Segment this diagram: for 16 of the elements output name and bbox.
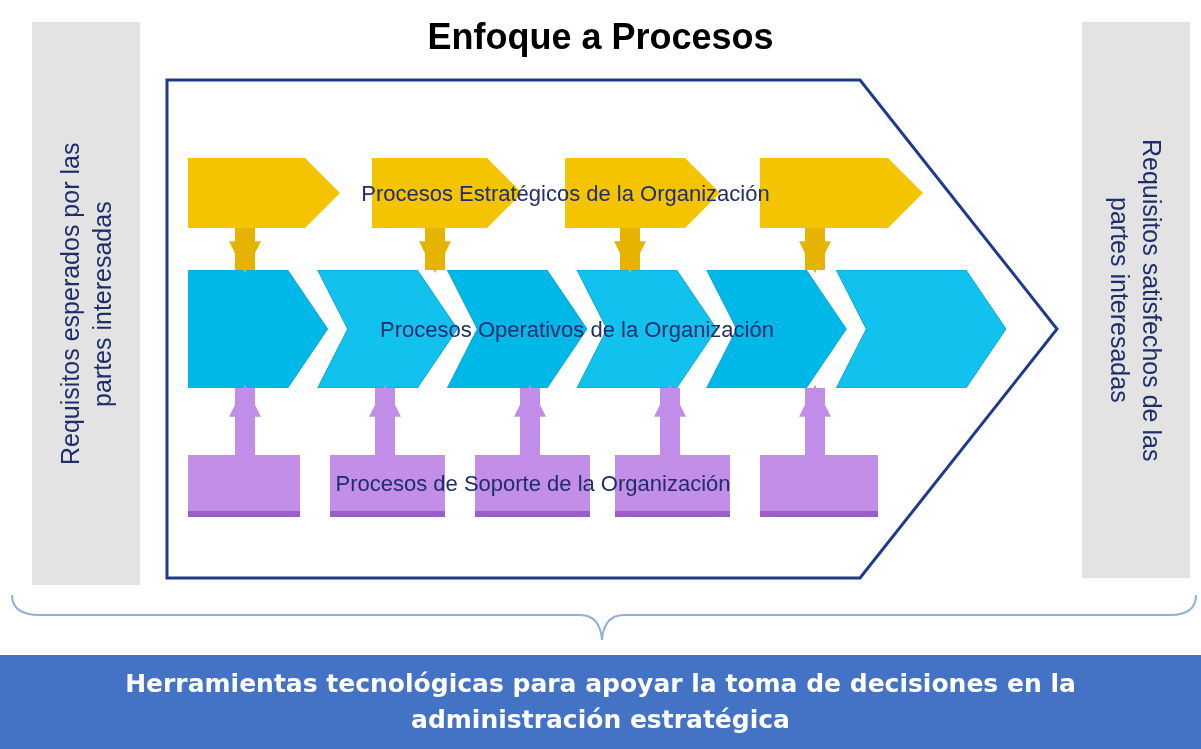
block-arrow [654,384,686,455]
footer-band [0,655,1201,749]
panel-text: Requisitos satisfechos de las partes interesadas [1105,137,1167,464]
block-arrow [799,228,831,274]
block-arrow [514,384,546,455]
block-arrow [799,384,831,455]
block-arrow [419,228,451,274]
block-arrow [229,228,261,274]
panel-text: Requisitos esperados por las partes interesadas [55,141,117,467]
side-panel [1082,22,1190,578]
block-arrow [229,384,261,455]
block-arrow [369,384,401,455]
side-panel [32,22,140,585]
footer-text: Herramientas tecnológicas para apoyar la toma de decisiones en la administración estratégica [124,668,1077,736]
diagram-title: Enfoque a Procesos [426,15,775,59]
block-arrow [614,228,646,274]
